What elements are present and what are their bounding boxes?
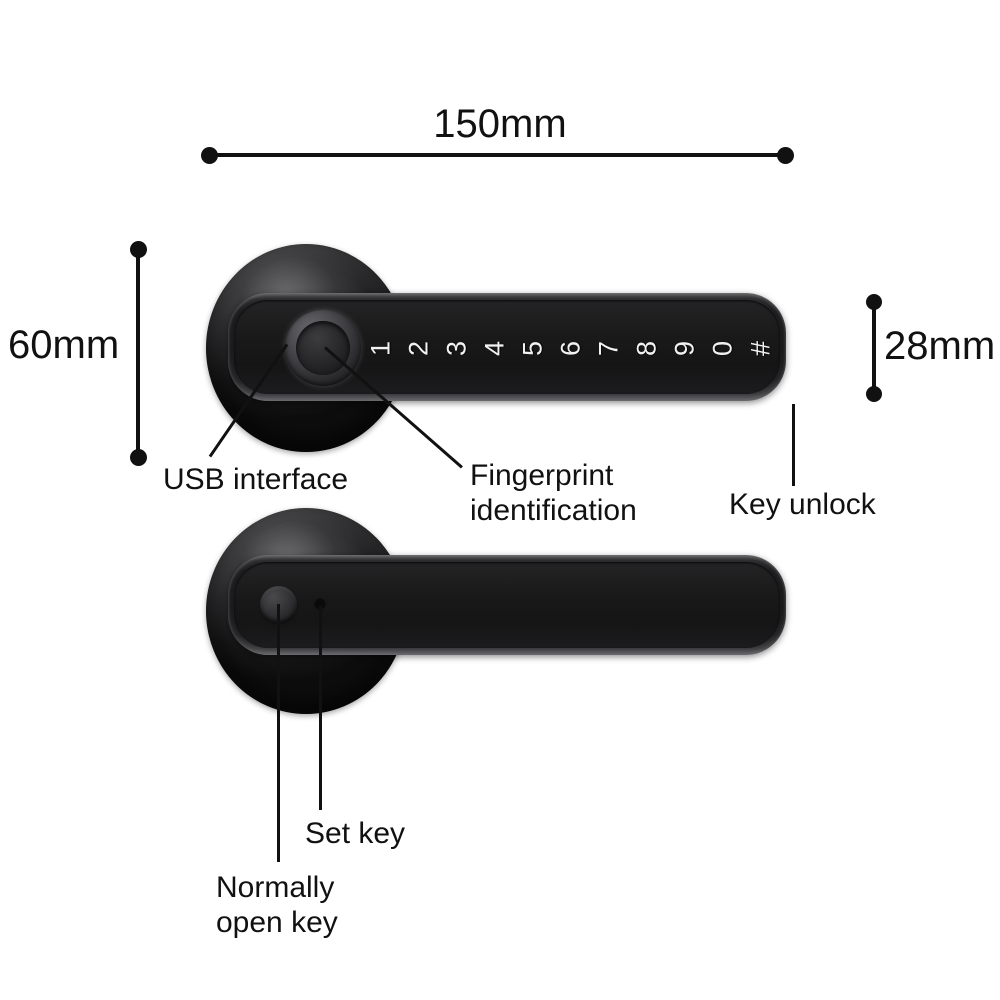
key-0[interactable]: 0 [707,340,738,356]
key-4[interactable]: 4 [479,340,510,356]
callout-set-key: Set key [305,816,405,851]
fingerprint-sensor-surface[interactable] [296,321,350,375]
key-2[interactable]: 2 [403,340,434,356]
keypad[interactable]: 1 2 3 4 5 6 7 8 9 0 # [362,328,780,368]
key-hash[interactable]: # [745,340,776,356]
callout-fingerprint-line-1: Fingerprint [470,459,614,492]
dimension-endpoint-height-top [130,241,147,258]
callout-key-unlock: Key unlock [729,487,876,522]
leader-line-set-key [319,606,322,810]
dimension-endpoint-depth-top [866,294,882,310]
dimension-line-depth [872,302,876,390]
set-key-pinhole[interactable] [315,599,325,609]
callout-usb-interface: USB interface [163,462,348,497]
handle-bar-rear [228,555,786,655]
dimension-label-width: 150mm [433,102,567,146]
handle-face-rear [234,562,780,648]
callout-fingerprint-line-2: identification [470,494,637,527]
dimension-label-depth: 28mm [884,324,996,368]
key-3[interactable]: 3 [441,340,472,356]
key-8[interactable]: 8 [631,340,662,356]
leader-line-normally-open-key [277,604,280,862]
callout-normally-open-key-line-1: Normally [216,871,335,904]
dimension-line-width [209,153,786,157]
dimension-label-height: 60mm [8,323,120,367]
dimension-endpoint-width-left [201,147,218,164]
dimension-endpoint-width-right [777,147,794,164]
key-1[interactable]: 1 [365,340,396,356]
key-9[interactable]: 9 [669,340,700,356]
callout-set-key-line-1: Set key [305,817,406,850]
callout-fingerprint-identification: Fingerprint identification [470,458,637,528]
key-6[interactable]: 6 [555,340,586,356]
key-7[interactable]: 7 [593,340,624,356]
callout-normally-open-key: Normally open key [216,870,338,940]
dimension-endpoint-height-bottom [130,449,147,466]
dimension-endpoint-depth-bottom [866,386,882,402]
callout-key-unlock-line-1: Key unlock [729,488,876,521]
dimension-line-height [136,249,140,457]
callout-usb-interface-line-1: USB interface [163,463,349,496]
leader-line-key-unlock [792,404,795,486]
callout-normally-open-key-line-2: open key [216,906,338,939]
key-5[interactable]: 5 [517,340,548,356]
